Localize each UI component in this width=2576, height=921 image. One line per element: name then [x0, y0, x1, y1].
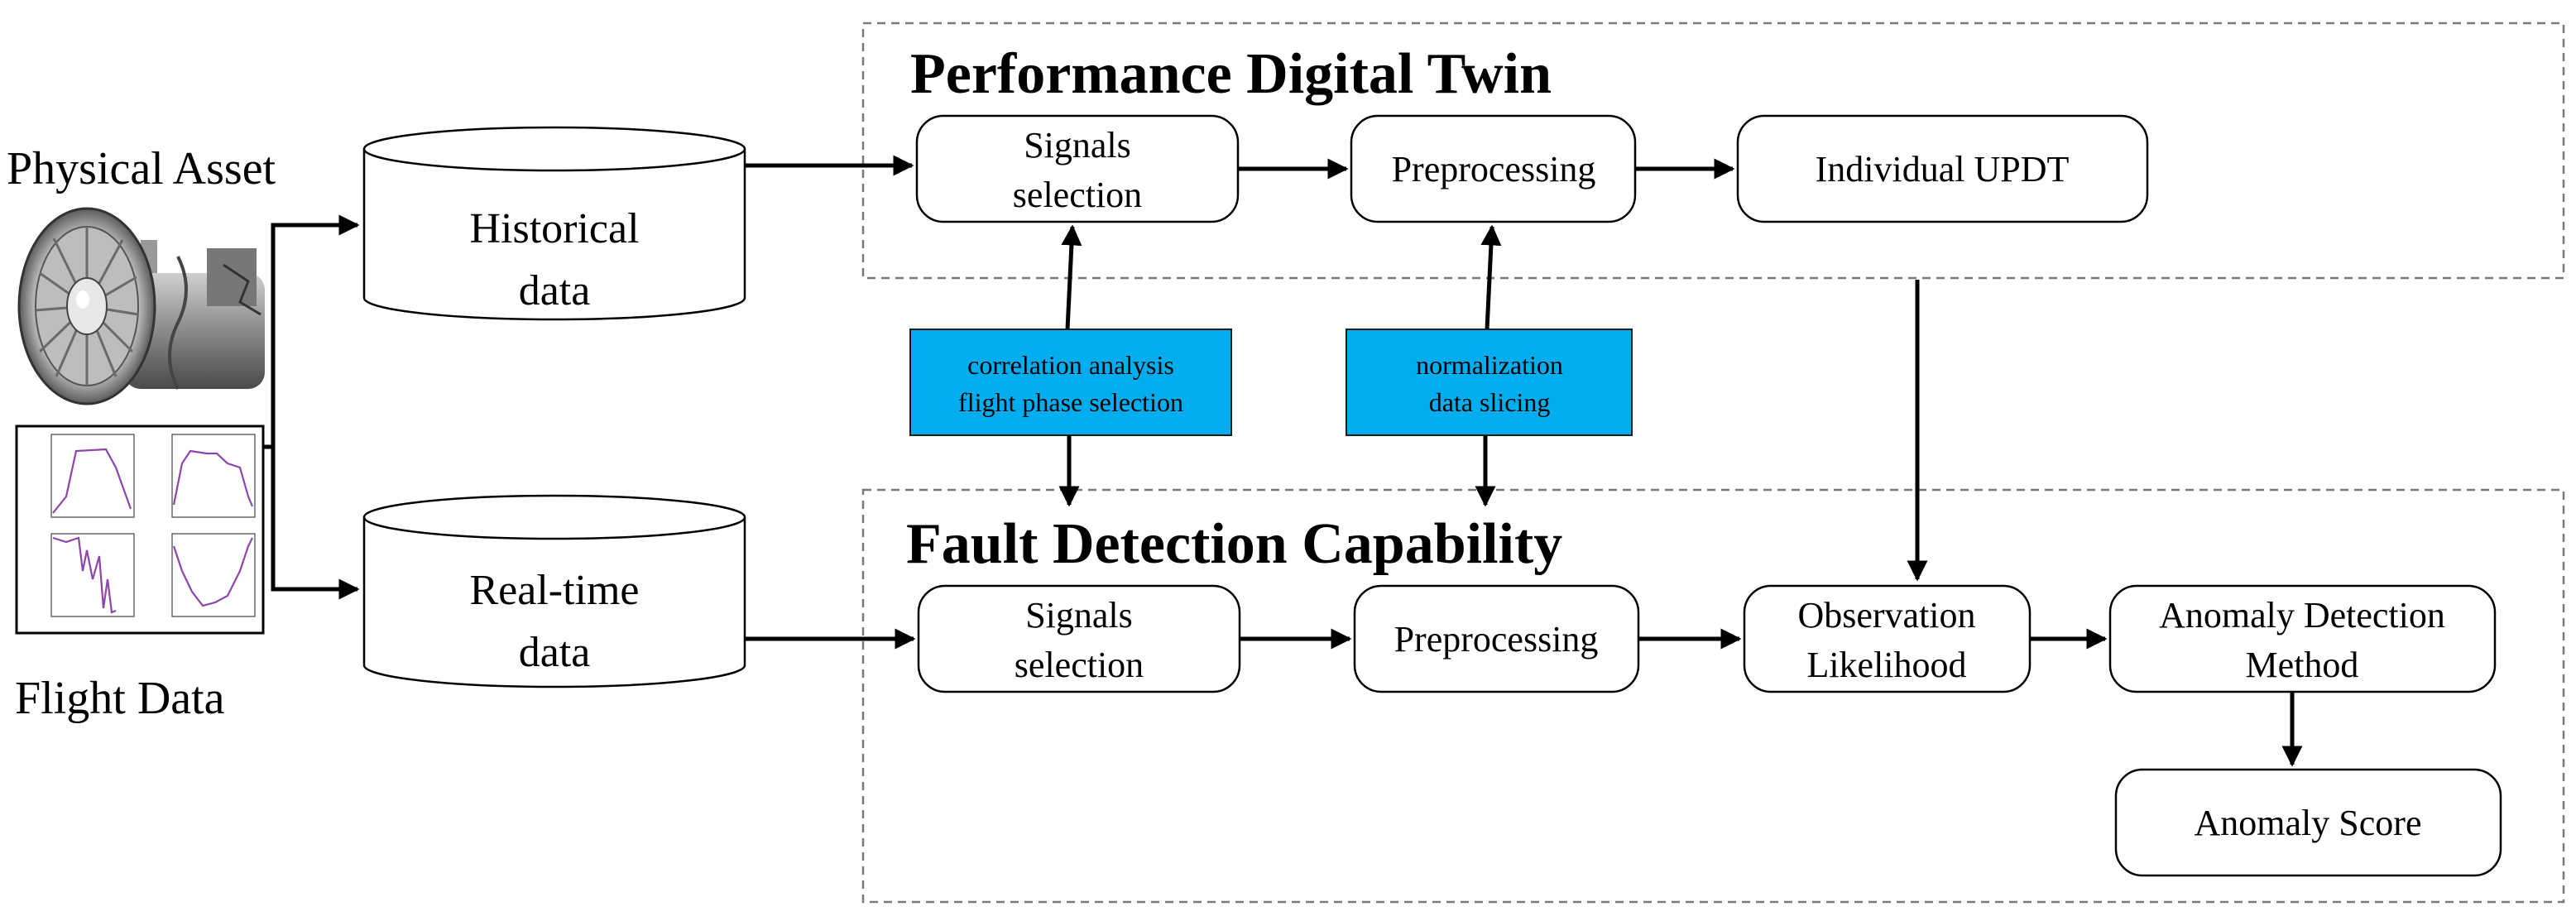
historical-data-label-line1: Historical — [469, 205, 639, 252]
edge-asset-to-historical — [263, 214, 360, 449]
realtime-data-store: Real-time data — [362, 494, 746, 688]
observation-likelihood-line1: Observation — [1797, 595, 1975, 636]
observation-likelihood-node: Observation Likelihood — [1743, 584, 2032, 693]
realtime-data-label-line1: Real-time — [469, 567, 639, 614]
preprocessing-methods-line2: data slicing — [1429, 387, 1551, 417]
flight-data-label: Flight Data — [15, 673, 225, 724]
individual-updt-node: Individual UPDT — [1736, 114, 2149, 223]
anomaly-detection-method-line2: Method — [2246, 645, 2359, 685]
flight-data-plots-icon — [15, 425, 265, 635]
plot-panel-top-left — [50, 434, 135, 518]
preprocessing-methods-line1: normalization — [1416, 350, 1563, 380]
dt-preprocessing-node: Preprocessing — [1350, 114, 1637, 223]
plot-panel-bottom-right — [171, 533, 256, 617]
edge-asset-to-realtime — [271, 447, 360, 600]
plot-panel-bottom-left — [50, 533, 135, 617]
anomaly-detection-method-line1: Anomaly Detection — [2159, 595, 2445, 636]
anomaly-detection-method-node: Anomaly Detection Method — [2108, 584, 2497, 693]
realtime-data-label-line2: data — [519, 629, 591, 676]
anomaly-score-label: Anomaly Score — [2195, 803, 2422, 843]
fault-detection-section — [861, 488, 2565, 904]
observation-likelihood-line2: Likelihood — [1806, 645, 1966, 685]
digital-twin-title: Performance Digital Twin — [910, 42, 1552, 106]
dt-signals-selection-line2: selection — [1013, 175, 1142, 215]
fd-signals-selection-line2: selection — [1015, 645, 1144, 685]
selection-methods-note: correlation analysis flight phase select… — [909, 329, 1232, 436]
fd-preprocessing-node: Preprocessing — [1353, 584, 1640, 693]
dt-signals-selection-node: Signals selection — [915, 114, 1240, 223]
digital-twin-section — [861, 22, 2565, 280]
individual-updt-label: Individual UPDT — [1816, 149, 2070, 189]
selection-methods-line1: correlation analysis — [967, 350, 1174, 380]
edge-selection-note-to-dt-signals — [1061, 224, 1082, 330]
dt-signals-selection-line1: Signals — [1024, 125, 1131, 165]
physical-asset-label: Physical Asset — [7, 143, 276, 194]
fd-preprocessing-label: Preprocessing — [1394, 619, 1599, 660]
historical-data-store: Historical data — [362, 126, 746, 321]
plot-panel-top-right — [171, 434, 256, 518]
anomaly-score-node: Anomaly Score — [2114, 768, 2502, 877]
jet-engine-icon — [17, 207, 265, 405]
fault-detection-title: Fault Detection Capability — [906, 512, 1562, 576]
preprocessing-methods-note: normalization data slicing — [1346, 329, 1633, 436]
historical-data-label-line2: data — [519, 267, 591, 314]
fd-signals-selection-line1: Signals — [1025, 595, 1133, 636]
selection-methods-line2: flight phase selection — [958, 387, 1183, 417]
dt-preprocessing-label: Preprocessing — [1392, 149, 1596, 189]
edge-preprocessing-note-to-dt-preprocessing — [1480, 224, 1502, 330]
fd-signals-selection-node: Signals selection — [917, 584, 1241, 693]
